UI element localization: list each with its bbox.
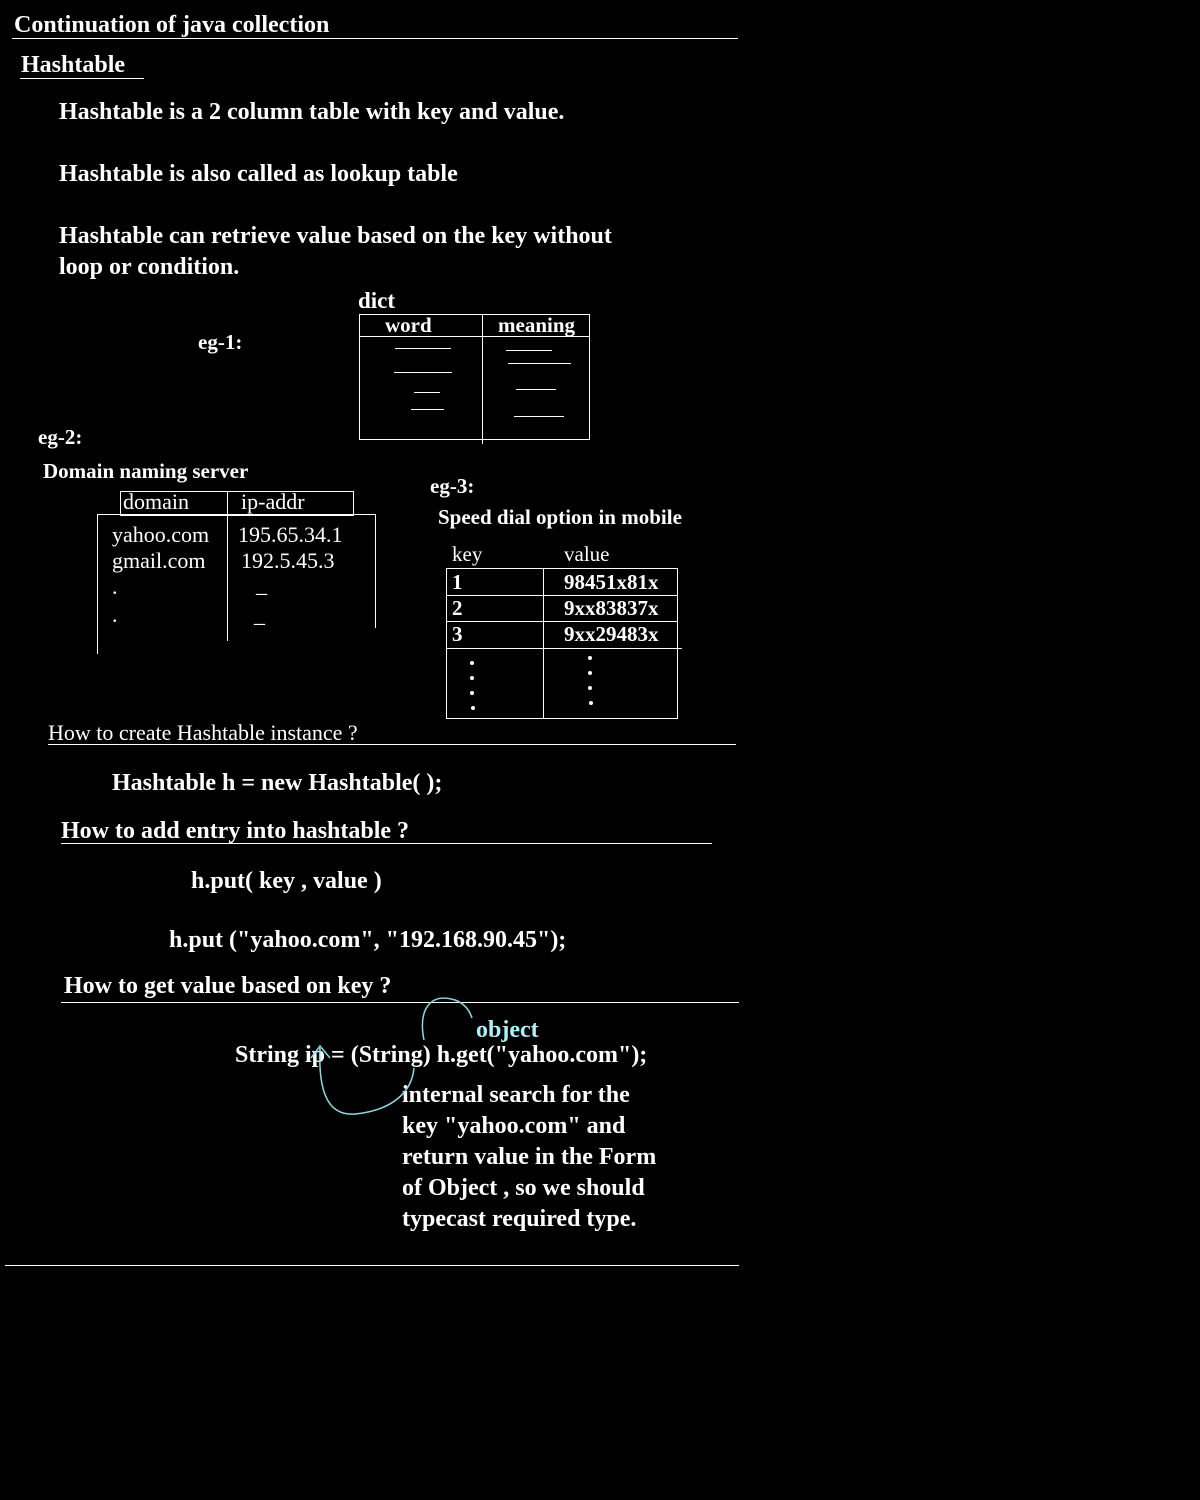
eg2-caption: Domain naming server — [43, 459, 249, 483]
note-line: of Object , so we should — [402, 1175, 645, 1201]
dns-top-line — [97, 514, 375, 515]
create-code: Hashtable h = new Hashtable( ); — [112, 770, 443, 796]
dict-placeholder — [414, 392, 440, 393]
dict-placeholder — [506, 350, 552, 351]
point-3-continued: loop or condition. — [59, 254, 240, 280]
add-question: How to add entry into hashtable ? — [61, 818, 410, 844]
eg2-label: eg-2: — [38, 425, 83, 449]
dict-table-name: dict — [358, 288, 396, 313]
dict-placeholder — [516, 389, 556, 390]
dict-col-meaning: meaning — [498, 313, 576, 337]
eg3-label: eg-3: — [430, 474, 475, 498]
speed-dial-table — [446, 568, 678, 719]
dns-left-border — [97, 514, 98, 654]
note-line: typecast required type. — [402, 1206, 637, 1232]
dict-placeholder — [508, 363, 571, 364]
continuation-dot — [588, 671, 592, 675]
speed-col-value: value — [564, 542, 610, 566]
get-underline — [61, 1002, 739, 1003]
add-underline — [61, 843, 712, 844]
continuation-dot — [589, 701, 593, 705]
get-code: String ip = (String) h.get("yahoo.com"); — [235, 1042, 648, 1068]
dict-placeholder — [394, 372, 452, 373]
point-2: Hashtable is also called as lookup table — [59, 161, 458, 187]
dns-row-domain: gmail.com — [112, 548, 206, 573]
dict-column-divider — [482, 314, 483, 444]
dict-table — [359, 314, 590, 440]
dns-row-ip: 195.65.34.1 — [238, 522, 343, 547]
note-line: internal search for the — [402, 1082, 630, 1108]
page-title: Continuation of java collection — [14, 12, 330, 38]
dict-header-divider — [359, 336, 590, 337]
dns-col-ip: ip-addr — [241, 489, 305, 514]
dns-row-domain: . — [112, 574, 118, 599]
speed-row-value: 98451x81x — [564, 570, 659, 594]
continuation-dot — [471, 706, 475, 710]
eg3-caption: Speed dial option in mobile — [438, 505, 682, 529]
dns-right-border — [375, 514, 376, 628]
speed-row-key: 3 — [452, 622, 463, 646]
speed-row-value: 9xx29483x — [564, 622, 659, 646]
dns-row-domain: . — [112, 602, 118, 627]
continuation-dot — [470, 661, 474, 665]
dns-row-domain: yahoo.com — [112, 522, 210, 547]
speed-row-line — [446, 595, 678, 596]
title-underline — [12, 38, 738, 39]
point-1: Hashtable is a 2 column table with key a… — [59, 99, 565, 125]
dict-placeholder — [514, 416, 564, 417]
heading-underline — [20, 78, 144, 79]
dns-header — [120, 491, 354, 516]
dns-row-ip: 192.5.45.3 — [241, 548, 335, 573]
section-heading: Hashtable — [21, 52, 126, 78]
put-example: h.put ("yahoo.com", "192.168.90.45"); — [169, 927, 567, 953]
speed-row-line — [446, 648, 682, 649]
dict-placeholder — [395, 348, 451, 349]
speed-row-key: 1 — [452, 570, 463, 594]
point-3: Hashtable can retrieve value based on th… — [59, 223, 612, 249]
create-question: How to create Hashtable instance ? — [48, 720, 358, 745]
dns-col-domain: domain — [123, 489, 189, 514]
dns-row-ip: _ — [256, 572, 267, 597]
eg1-label: eg-1: — [198, 330, 243, 354]
speed-row-line — [446, 621, 678, 622]
speed-row-key: 2 — [452, 596, 463, 620]
continuation-dot — [588, 686, 592, 690]
dict-placeholder — [411, 409, 444, 410]
continuation-dot — [470, 676, 474, 680]
speed-row-value: 9xx83837x — [564, 596, 659, 620]
dns-column-divider — [227, 491, 228, 641]
create-underline — [48, 744, 736, 745]
dns-row-ip: _ — [254, 602, 265, 627]
speed-column-divider — [543, 568, 544, 719]
speed-col-key: key — [452, 542, 483, 566]
put-syntax: h.put( key , value ) — [191, 868, 382, 894]
arrow-to-object — [421, 997, 473, 1041]
note-line: return value in the Form — [402, 1144, 657, 1170]
object-annotation: object — [476, 1017, 539, 1043]
continuation-dot — [470, 691, 474, 695]
continuation-dot — [588, 656, 592, 660]
get-question: How to get value based on key ? — [64, 973, 392, 999]
note-line: key "yahoo.com" and — [402, 1113, 626, 1139]
dict-col-word: word — [385, 313, 432, 337]
bottom-rule — [5, 1265, 739, 1266]
